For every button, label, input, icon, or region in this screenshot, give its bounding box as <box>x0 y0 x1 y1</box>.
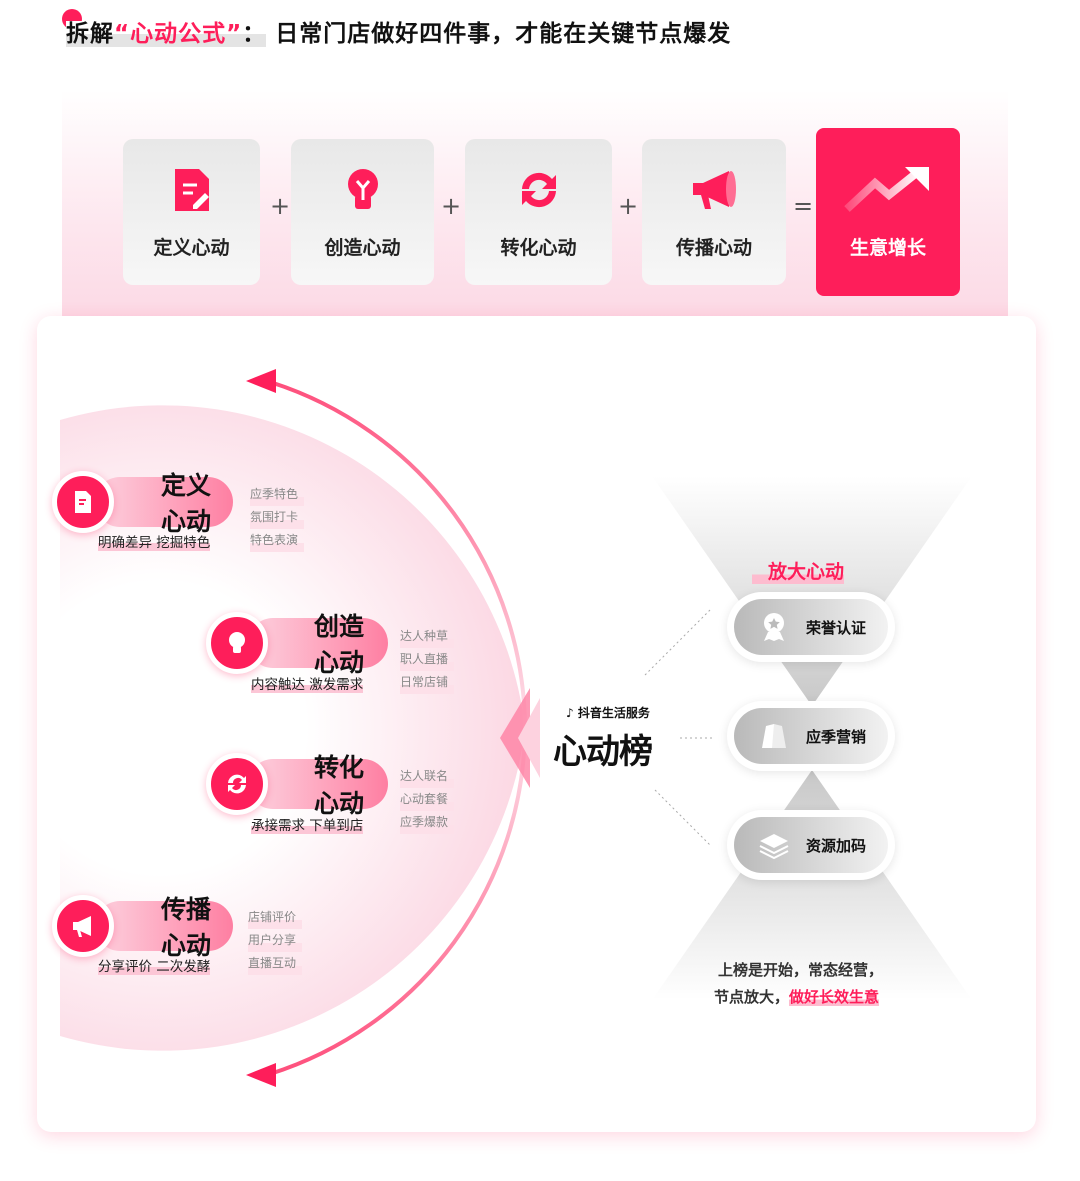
tags-icon <box>762 724 786 748</box>
document-edit-icon <box>75 491 91 513</box>
step-define: 定义心动 <box>95 471 233 536</box>
formula-card-define: 定义心动 <box>123 139 260 285</box>
amplify-item: 资源加码 <box>727 810 895 880</box>
refresh-icon <box>521 172 556 207</box>
step-subtitle: 内容触达 激发需求 <box>251 673 364 693</box>
award-icon <box>764 613 784 641</box>
brand-logo: ♪ 抖音生活服务 <box>566 706 650 720</box>
amplify-item: 应季营销 <box>727 701 895 771</box>
step-icon <box>206 753 268 815</box>
amplify-footer: 上榜是开始，常态经营， <box>718 961 884 979</box>
arc-background <box>60 405 525 1051</box>
tiktok-note-icon: ♪ <box>566 706 574 720</box>
refresh-icon <box>228 774 246 794</box>
plus-sign: + <box>441 192 462 220</box>
hourglass-bottom <box>652 770 972 1000</box>
document-edit-icon <box>174 168 209 211</box>
step-icon <box>206 612 268 674</box>
amplify-heading: 放大心动 <box>752 557 845 584</box>
plus-sign: + <box>270 192 291 220</box>
step-subtitle: 明确差异 挖掘特色 <box>98 531 211 551</box>
hourglass-top <box>652 476 972 706</box>
step-convert: 转化心动 <box>248 753 388 818</box>
step-create: 创造心动 <box>248 612 388 677</box>
connector-line <box>644 609 712 846</box>
megaphone-icon <box>73 916 91 937</box>
step-icon <box>52 471 114 533</box>
footer-highlight: 做好长效生意 <box>789 988 880 1006</box>
lightbulb-icon <box>229 632 245 653</box>
chevron-left-icon <box>518 698 540 778</box>
step-subtitle: 分享评价 二次发酵 <box>98 955 211 975</box>
step-tags: 应季特色氛围打卡特色表演 <box>250 483 305 552</box>
amplify-item: 荣誉认证 <box>727 592 895 662</box>
formula-card-label: 定义心动 <box>153 236 230 259</box>
step-subtitle: 承接需求 下单到店 <box>251 814 364 834</box>
arrowhead-bottom-icon <box>246 1063 276 1087</box>
formula-result-label: 生意增长 <box>849 236 926 259</box>
chevron-left-icon <box>500 688 530 788</box>
formula-card-label: 创造心动 <box>324 236 401 259</box>
formula-card-create: 创造心动 <box>291 139 434 285</box>
formula-card-spread: 传播心动 <box>642 139 786 285</box>
formula-card-label: 传播心动 <box>675 236 752 259</box>
page-title: 拆解“心动公式”： 日常门店做好四件事，才能在关键节点爆发 <box>66 21 732 47</box>
megaphone-icon <box>693 170 736 209</box>
equals-sign: = <box>793 192 814 220</box>
step-tags: 店铺评价用户分享直播互动 <box>248 906 303 975</box>
formula-card-convert: 转化心动 <box>465 139 612 285</box>
layers-icon <box>759 834 789 860</box>
plus-sign: + <box>618 192 639 220</box>
logo-title: 心动榜 <box>553 732 653 772</box>
trend-up-icon <box>844 166 929 212</box>
formula-result-card: 生意增长 <box>816 128 960 296</box>
arrowhead-top-icon <box>246 369 276 393</box>
step-tags: 达人种草职人直播日常店铺 <box>400 625 455 694</box>
formula-card-label: 转化心动 <box>500 236 577 259</box>
step-spread: 传播心动 <box>95 895 233 960</box>
amplify-footer: 节点放大，做好长效生意 <box>714 988 880 1006</box>
step-tags: 达人联名心动套餐应季爆款 <box>400 765 455 834</box>
lightbulb-icon <box>347 168 378 209</box>
step-icon <box>52 895 114 957</box>
